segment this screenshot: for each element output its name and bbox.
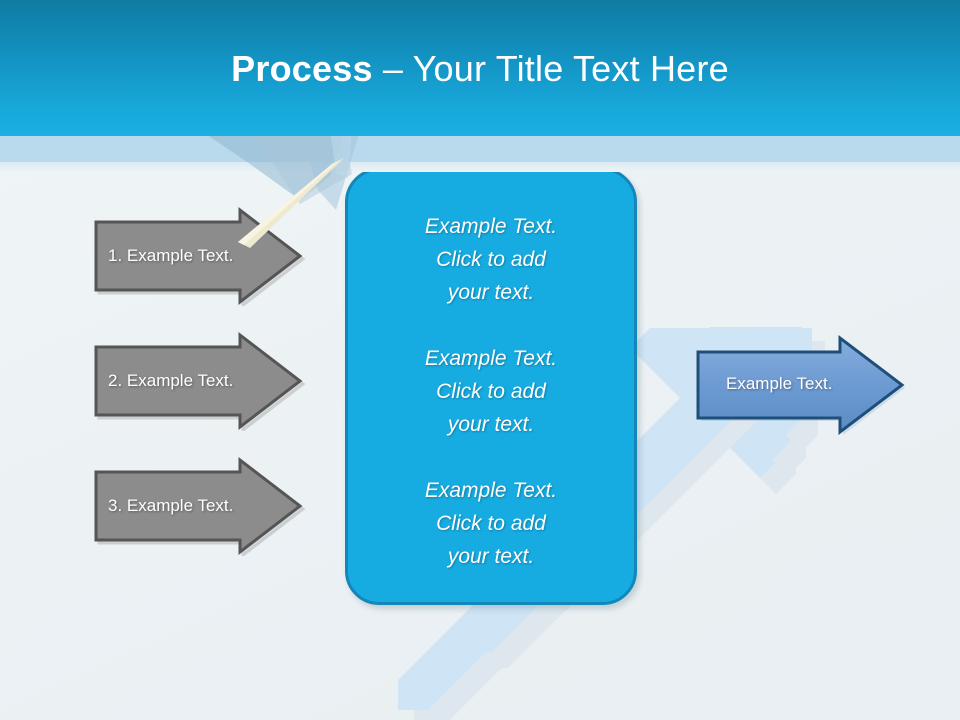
center-paragraph-3: Example Text. Click to add your text. bbox=[352, 474, 630, 573]
center-p1-line3: your text. bbox=[447, 281, 535, 304]
result-arrow[interactable] bbox=[690, 330, 910, 440]
step-arrow-3[interactable] bbox=[88, 456, 308, 556]
page-title-strong: Process bbox=[231, 48, 373, 89]
page-title-light: – Your Title Text Here bbox=[372, 48, 729, 89]
center-process-box[interactable] bbox=[345, 168, 637, 605]
header-strip-fade bbox=[0, 162, 960, 172]
page-title: Process – Your Title Text Here bbox=[0, 48, 960, 90]
center-p2-line2: Click to add bbox=[436, 380, 546, 403]
step-arrow-1-label: 1. Example Text. bbox=[108, 246, 234, 265]
step-arrow-2-label: 2. Example Text. bbox=[108, 371, 234, 390]
center-p2-line1: Example Text. bbox=[424, 347, 558, 370]
result-arrow-label: Example Text. bbox=[726, 374, 833, 393]
top-decoration-group bbox=[0, 130, 960, 260]
center-p1-line2: Click to add bbox=[436, 248, 546, 271]
header-underline-strip bbox=[0, 136, 960, 162]
title-banner bbox=[0, 0, 960, 136]
center-paragraph-1: Example Text. Click to add your text. bbox=[352, 210, 630, 309]
step-arrow-3-label: 3. Example Text. bbox=[108, 496, 234, 515]
step-arrow-2[interactable] bbox=[88, 331, 308, 431]
center-p3-line2: Click to add bbox=[436, 512, 546, 535]
center-process-text: Example Text. Click to add your text. Ex… bbox=[352, 210, 630, 573]
center-p1-line1: Example Text. bbox=[424, 215, 558, 238]
center-p2-line3: your text. bbox=[447, 413, 535, 436]
center-p3-line3: your text. bbox=[447, 545, 535, 568]
center-p3-line1: Example Text. bbox=[424, 479, 558, 502]
center-paragraph-2: Example Text. Click to add your text. bbox=[352, 342, 630, 441]
